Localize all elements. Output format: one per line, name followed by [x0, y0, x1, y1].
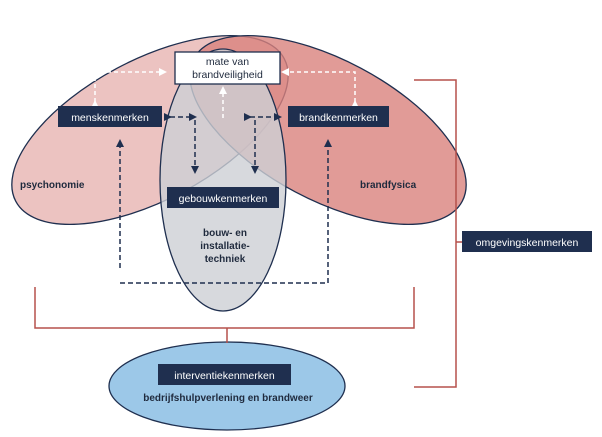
box-gebouwkenmerken-label: gebouwkenmerken [179, 193, 268, 205]
label-psychonomie: psychonomie [20, 180, 85, 191]
label-bouw-line1: bouw- en [203, 228, 247, 239]
box-interventiekenmerken-label: interventiekenmerken [174, 370, 275, 382]
box-menskenmerken-label: menskenmerken [71, 112, 149, 124]
bottom-ellipse-interventie [108, 341, 346, 431]
top-box-brandveiligheid: mate van brandveiligheid [174, 51, 281, 85]
label-bedrijfshulpverlening: bedrijfshulpverlening en brandweer [143, 393, 313, 404]
box-omgevingskenmerken: omgevingskenmerken [462, 231, 592, 252]
box-interventiekenmerken: interventiekenmerken [158, 364, 291, 385]
box-brandkenmerken-label: brandkenmerken [299, 112, 378, 124]
label-bouw-line3: techniek [205, 254, 246, 265]
box-omgevingskenmerken-label: omgevingskenmerken [476, 237, 579, 249]
white-dashed-arrows [91, 68, 359, 118]
lower-bracket [34, 287, 415, 343]
dark-dashed-arrows [116, 113, 332, 284]
box-brandkenmerken: brandkenmerken [288, 106, 389, 127]
top-box-line2: brandveiligheid [192, 69, 263, 81]
box-gebouwkenmerken: gebouwkenmerken [167, 187, 279, 208]
box-menskenmerken: menskenmerken [58, 106, 162, 127]
right-bracket [414, 79, 462, 388]
label-bouw-line2: installatie- [200, 241, 249, 252]
label-brandfysica: brandfysica [360, 180, 417, 191]
top-box-line1: mate van [206, 56, 249, 68]
